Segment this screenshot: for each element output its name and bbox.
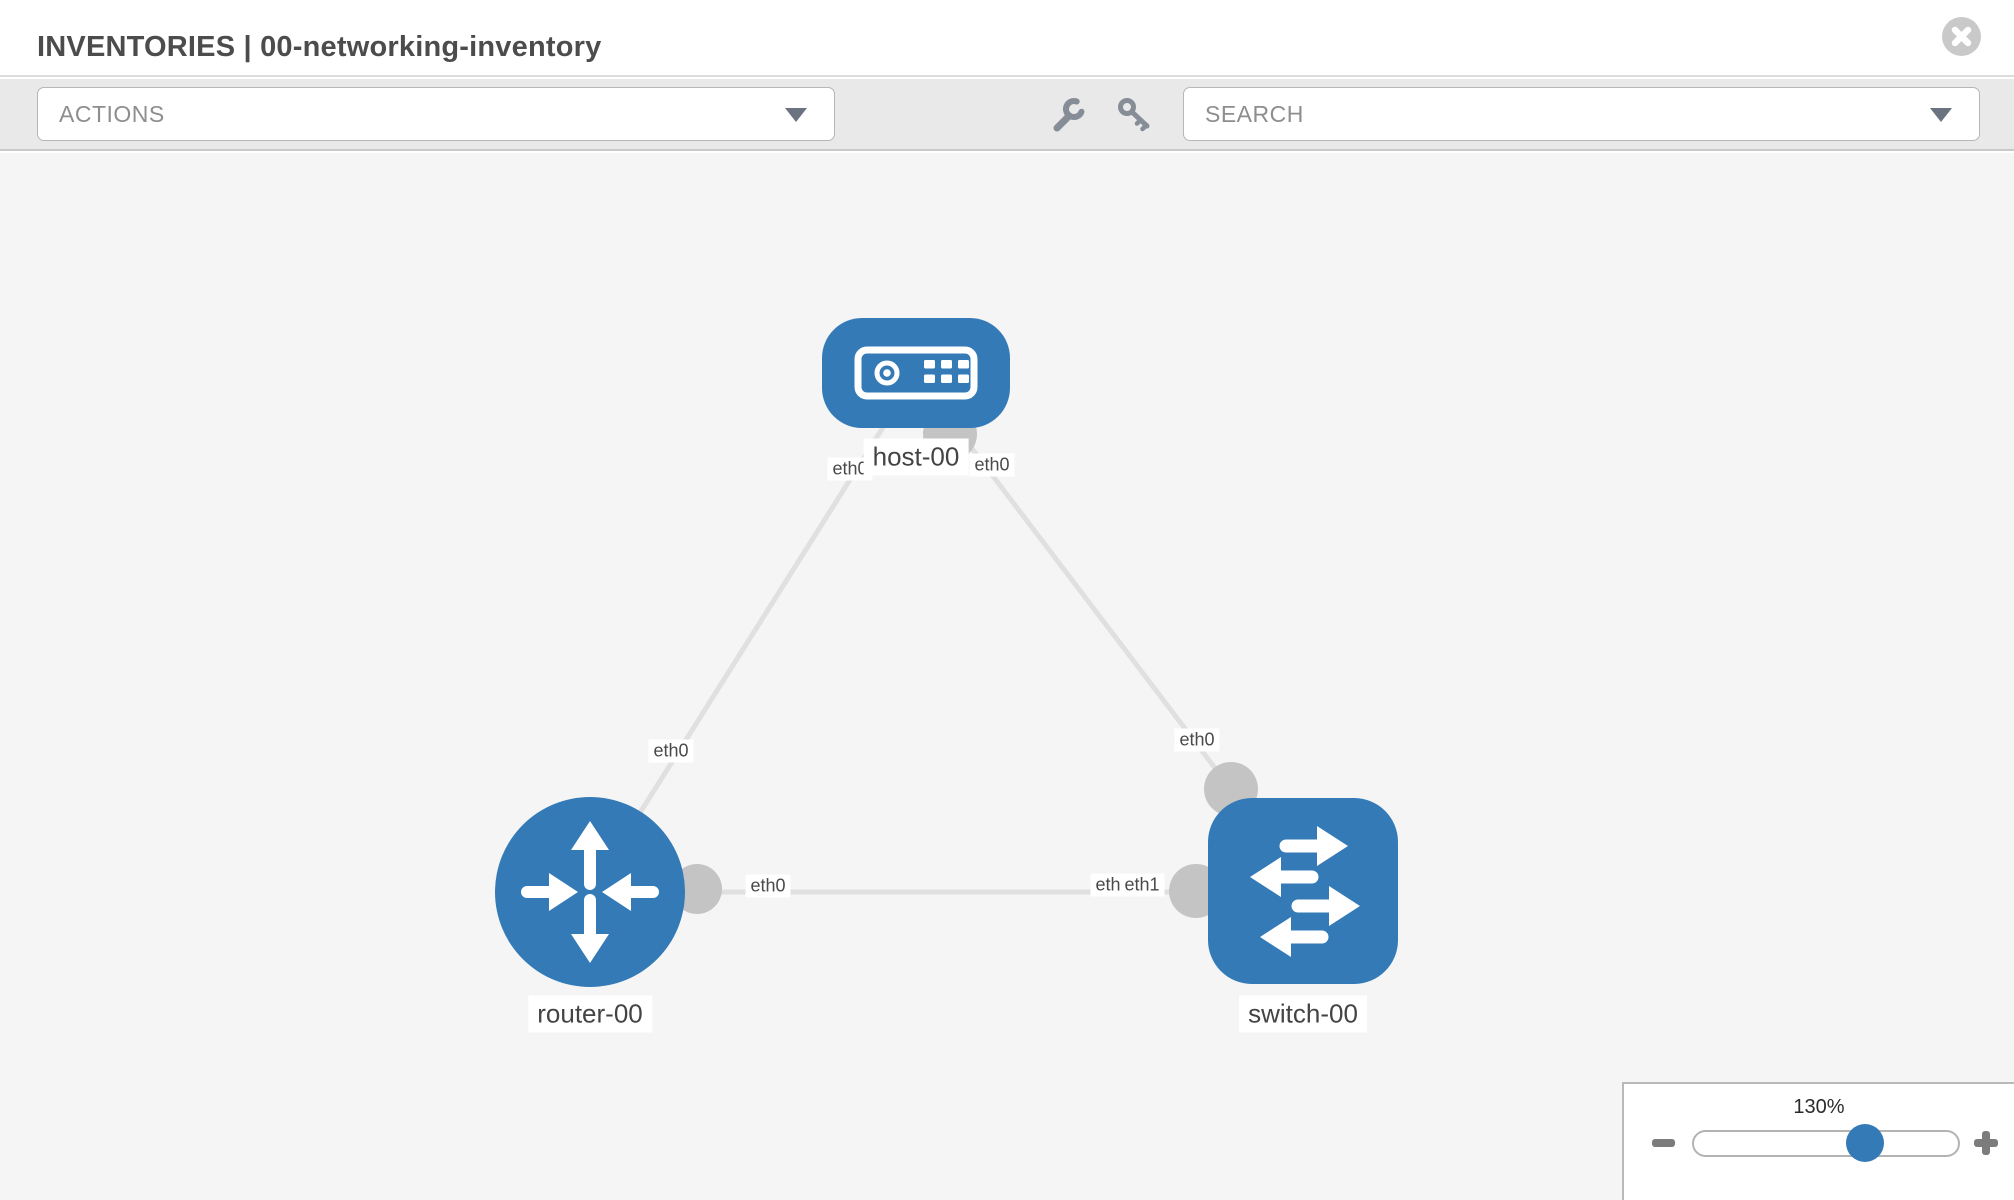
server-icon: [854, 346, 978, 400]
close-button[interactable]: [1942, 17, 1981, 56]
zoom-level: 130%: [1793, 1096, 1845, 1118]
wrench-icon: [1053, 98, 1085, 132]
node-label-router[interactable]: router-00: [528, 995, 652, 1033]
zoom-slider-handle[interactable]: [1846, 1124, 1884, 1162]
topology-svg: [495, 318, 1398, 987]
zoom-in-icon[interactable]: [1974, 1131, 1998, 1155]
interface-label: eth0: [827, 457, 873, 481]
key-icon: [1118, 98, 1150, 132]
search-dropdown-label: SEARCH: [1205, 100, 1304, 127]
topology-canvas[interactable]: eth0 eth0 eth0 eth0 eth0 eth0 eth1 host-…: [0, 153, 2014, 1200]
chevron-down-icon: [1930, 108, 1952, 122]
interface-label: eth0: [648, 739, 694, 763]
header: INVENTORIES | 00-networking-inventory: [0, 0, 2014, 77]
page-title: INVENTORIES | 00-networking-inventory: [37, 31, 602, 63]
close-icon: [1951, 26, 1972, 47]
actions-dropdown[interactable]: ACTIONS: [37, 87, 835, 141]
node-router-00[interactable]: [495, 797, 685, 987]
router-icon: [521, 821, 659, 963]
node-label-switch[interactable]: switch-00: [1239, 995, 1367, 1033]
zoom-panel: 130%: [1622, 1082, 2014, 1200]
interface-label: eth1: [1119, 873, 1165, 897]
node-switch-00[interactable]: [1208, 798, 1398, 984]
chevron-down-icon: [785, 108, 807, 122]
search-dropdown[interactable]: SEARCH: [1183, 87, 1980, 141]
key-legend-button[interactable]: [1114, 95, 1154, 135]
configure-button[interactable]: [1048, 95, 1088, 135]
toolbar: ACTIONS SEARCH: [0, 79, 2014, 151]
node-label-host[interactable]: host-00: [863, 438, 969, 476]
zoom-slider-track[interactable]: [1692, 1130, 1960, 1157]
interface-label: eth0: [1174, 728, 1220, 752]
zoom-out-icon[interactable]: [1652, 1139, 1675, 1147]
interface-label: eth0: [745, 874, 791, 898]
actions-dropdown-label: ACTIONS: [59, 100, 165, 127]
switch-icon: [1250, 826, 1360, 957]
interface-label: eth0: [969, 453, 1015, 477]
node-host-00[interactable]: [822, 318, 1010, 428]
